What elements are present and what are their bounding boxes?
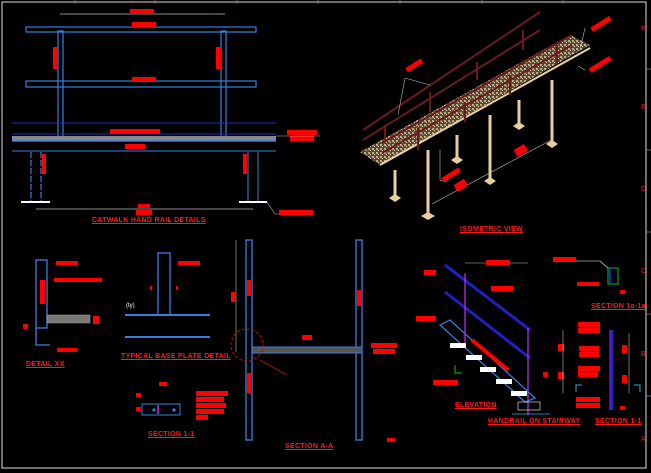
title-base-plate-detail: TYPICAL BASE PLATE DETAIL xyxy=(121,353,231,360)
section-1-1-right xyxy=(575,322,641,410)
zone-label: C xyxy=(641,268,647,275)
zone-label: E xyxy=(641,104,646,111)
title-section-1-1-right: SECTION 1-1 xyxy=(595,418,642,425)
border-ticks xyxy=(74,0,651,397)
title-isometric-view: ISOMETRIC VIEW xyxy=(460,226,523,233)
title-section-1-1-left: SECTION 1-1 xyxy=(148,431,195,438)
title-catwalk-handrail-details: CATWALK HAND RAIL DETAILS xyxy=(92,217,206,224)
zone-label: D xyxy=(641,186,647,193)
section-1-1-left xyxy=(136,382,228,420)
zone-label: F xyxy=(641,26,646,33)
stair-elevation xyxy=(416,260,564,415)
title-elevation: ELEVATION xyxy=(455,402,497,409)
zone-label: B xyxy=(641,351,646,358)
catwalk-handrail-detail xyxy=(12,9,320,215)
title-detail-xx: DETAIL XX xyxy=(26,361,65,368)
base-plate-detail: (ty) xyxy=(125,252,210,338)
title-handrail-on-stairway: HANDRAIL ON STAIRWAY xyxy=(488,418,581,425)
title-section-1a-1a: SECTION 1a-1a xyxy=(591,303,646,310)
title-section-a-a: SECTION A-A xyxy=(285,443,334,450)
isometric-view xyxy=(360,11,612,220)
zone-label: A xyxy=(641,436,646,443)
detail-xx xyxy=(23,259,102,352)
section-1a-1a xyxy=(553,257,625,294)
svg-text:(ty): (ty) xyxy=(126,303,135,309)
section-a-a xyxy=(230,239,397,442)
